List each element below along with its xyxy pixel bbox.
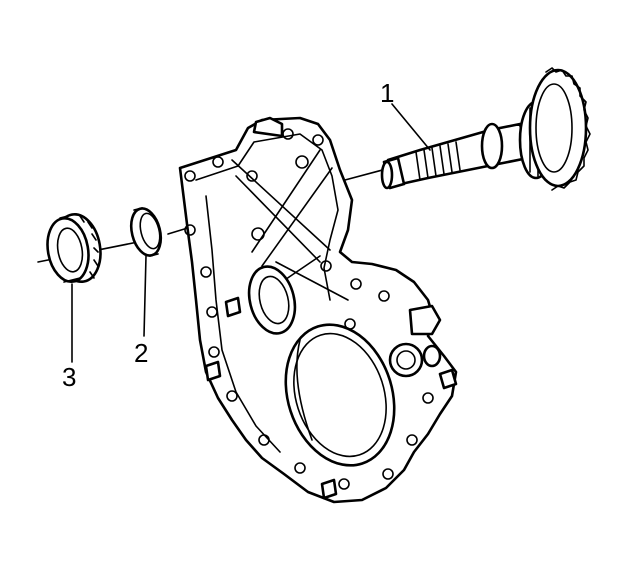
callout-2: 2 bbox=[134, 338, 148, 368]
seal-ring bbox=[129, 207, 163, 257]
output-shaft-with-gear bbox=[380, 67, 591, 191]
transfer-case-housing bbox=[178, 116, 458, 504]
tapered-roller-bearing bbox=[46, 212, 102, 284]
leader-lines bbox=[71, 103, 431, 363]
callout-3: 3 bbox=[62, 362, 76, 392]
callout-1: 1 bbox=[380, 78, 394, 108]
